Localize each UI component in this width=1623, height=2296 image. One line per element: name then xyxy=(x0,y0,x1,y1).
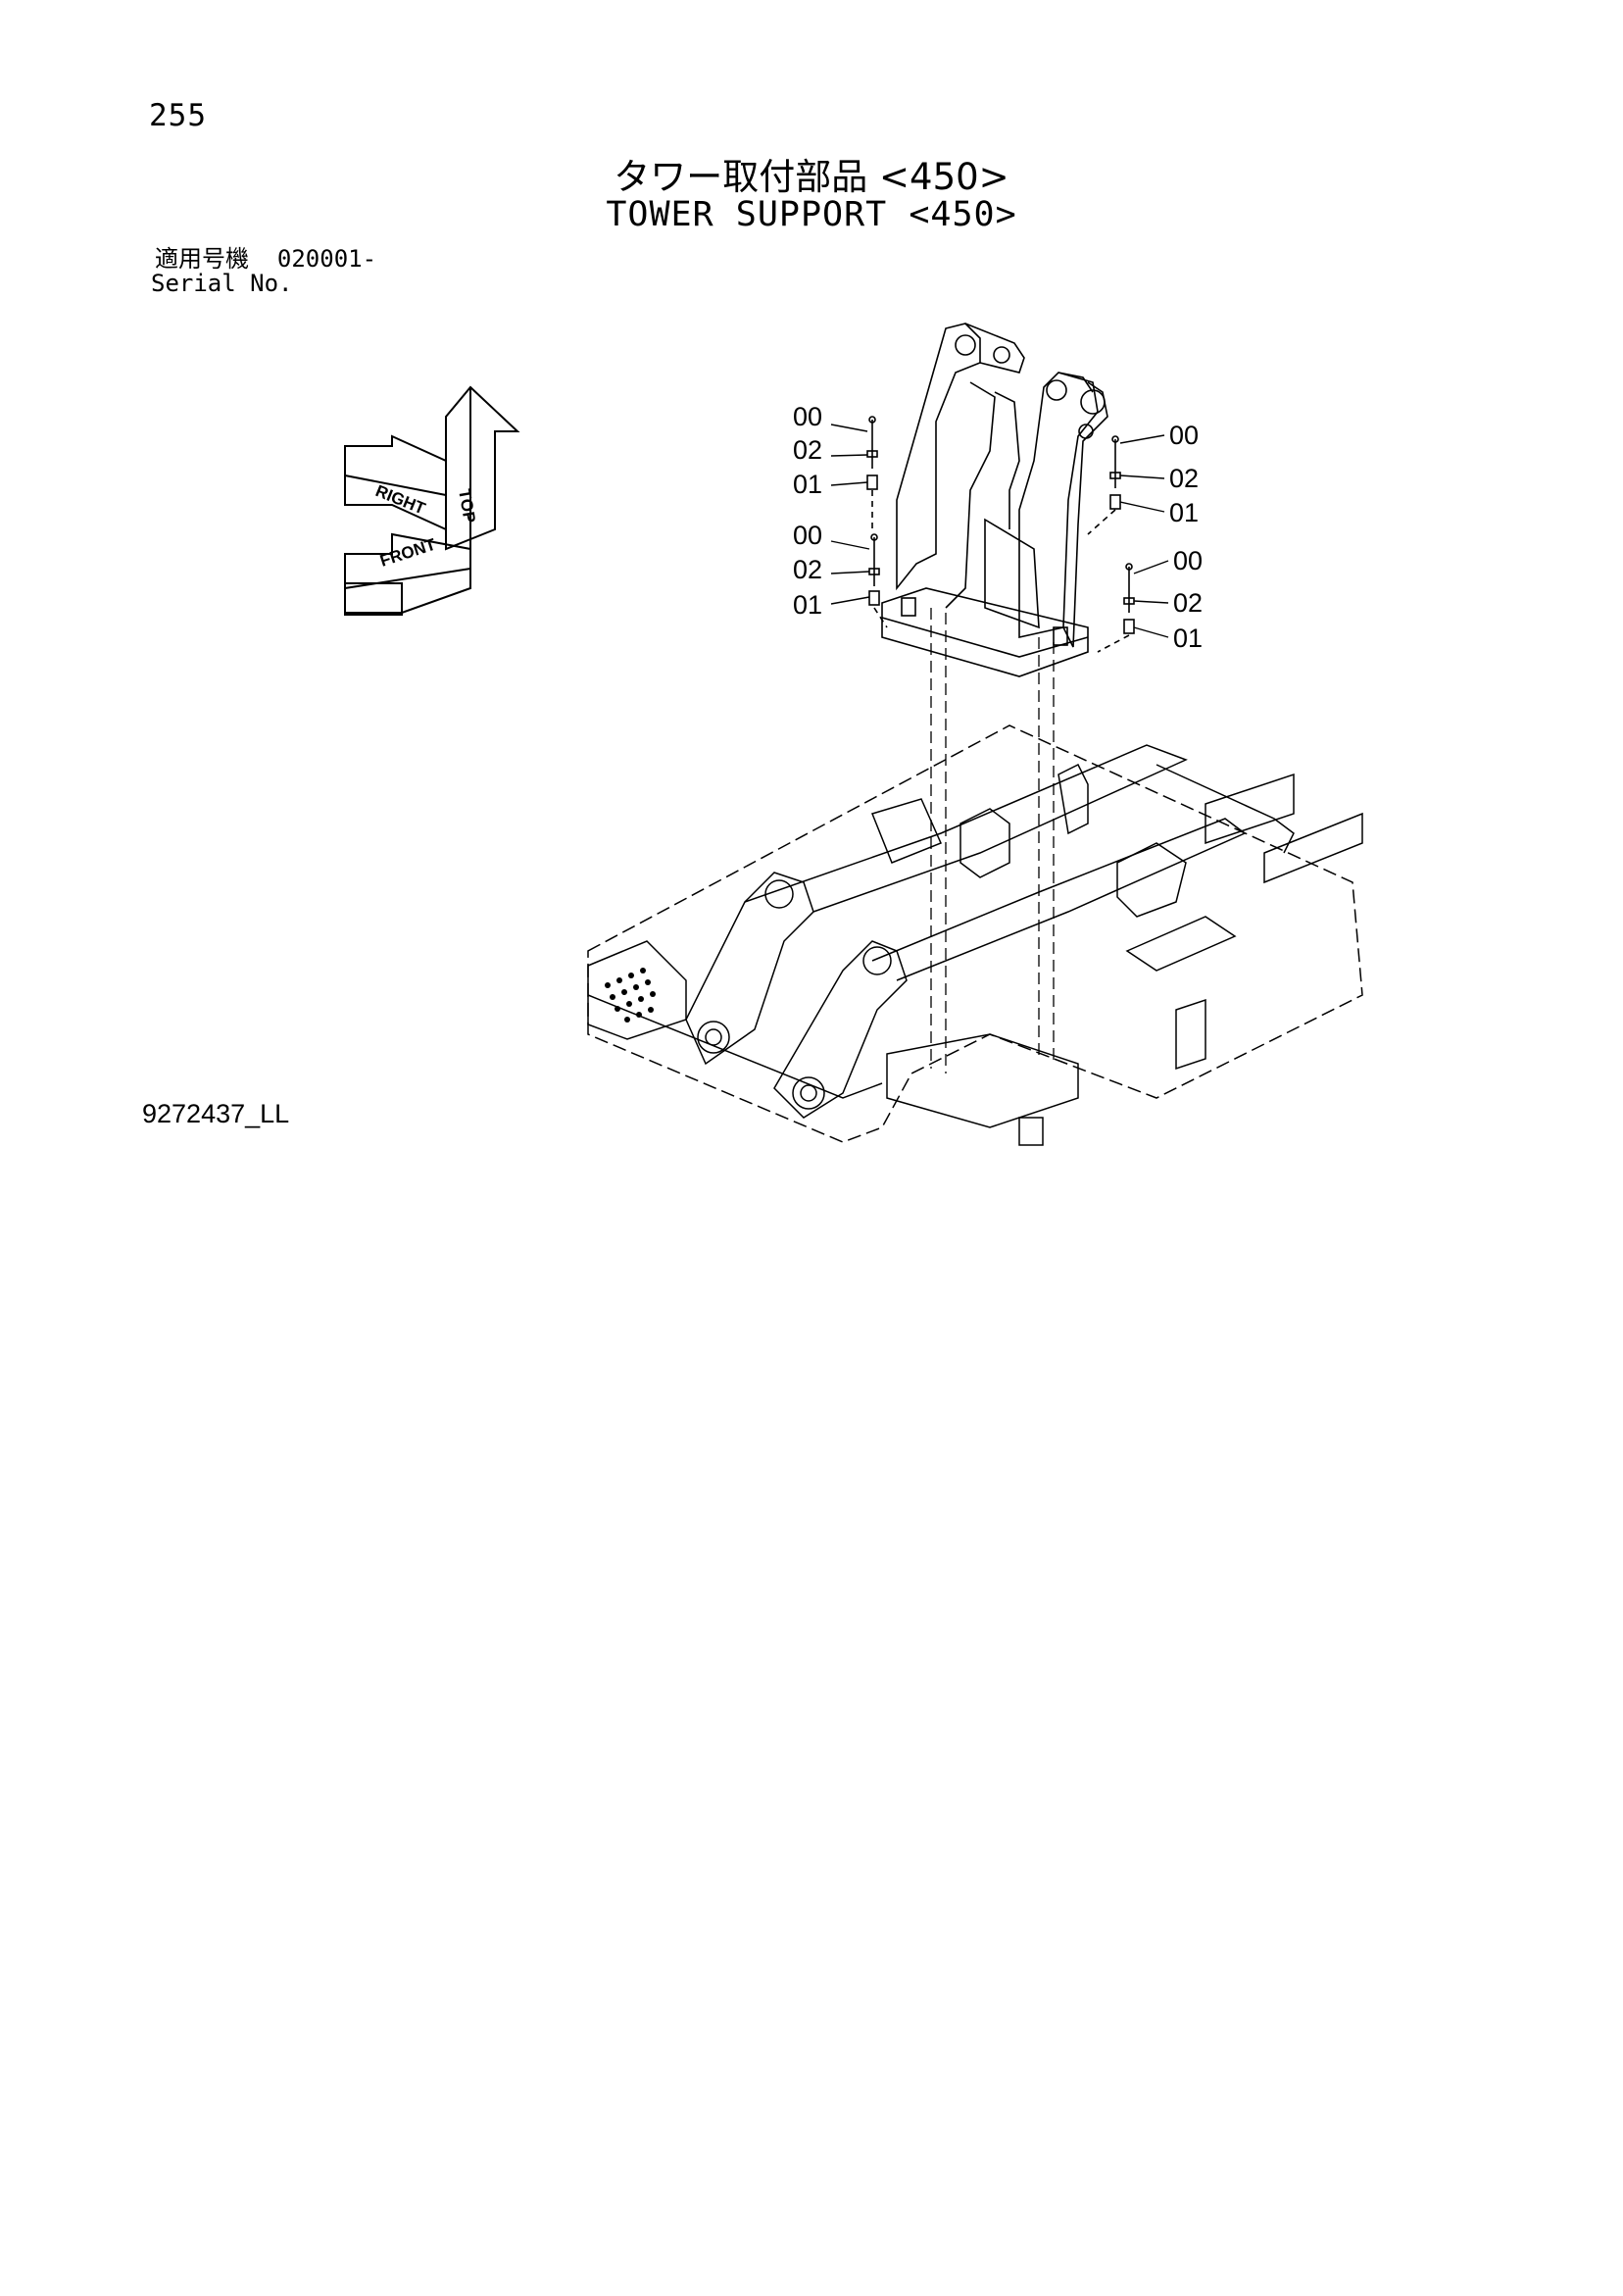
callout-right-upper-00: 00 xyxy=(1169,421,1199,450)
fastener-sets xyxy=(866,416,1135,653)
callout-left-lower-01: 01 xyxy=(793,590,822,620)
callout-right-lower-02: 02 xyxy=(1173,588,1203,618)
serial-block: 適用号機 020001- Serial No. xyxy=(151,245,377,296)
orientation-right-label: RIGHT xyxy=(373,481,429,519)
callout-right-upper-02: 02 xyxy=(1169,464,1199,493)
callout-right-lower-01: 01 xyxy=(1173,624,1203,653)
callout-left-upper-02: 02 xyxy=(793,435,822,465)
tower-assembly xyxy=(881,323,1108,677)
page-number: 255 xyxy=(149,98,207,133)
callout-left-upper-00: 00 xyxy=(793,402,822,431)
callout-leaders xyxy=(830,424,1169,638)
serial-label-jp: 適用号機 xyxy=(155,245,249,273)
boom-bracket-left xyxy=(685,872,814,1066)
page-title-japanese: タワー取付部品 <450> xyxy=(614,156,1009,198)
tower-left-plate xyxy=(896,323,981,591)
orientation-top-label: TOP xyxy=(455,487,479,524)
serial-label-en: Serial No. xyxy=(151,270,293,297)
callout-left-lower-02: 02 xyxy=(793,555,822,584)
orientation-front-label: FRONT xyxy=(377,534,438,570)
callout-left-upper-01: 01 xyxy=(793,470,822,499)
callout-right-upper-01: 01 xyxy=(1169,498,1199,527)
tower-base-plate xyxy=(881,587,1089,677)
callout-left-lower-00: 00 xyxy=(793,521,822,550)
page-title-english: TOWER SUPPORT <450> xyxy=(606,195,1017,234)
boom-bracket-right xyxy=(773,940,908,1119)
assembly-guide-lines xyxy=(930,608,1055,1073)
drawing-id: 9272437_LL xyxy=(142,1099,290,1128)
main-frame xyxy=(587,724,1363,1146)
serial-value: 020001- xyxy=(276,245,377,273)
tower-right-plate xyxy=(1018,372,1099,638)
callout-right-lower-00: 00 xyxy=(1173,546,1203,575)
orientation-arrows xyxy=(344,385,520,616)
